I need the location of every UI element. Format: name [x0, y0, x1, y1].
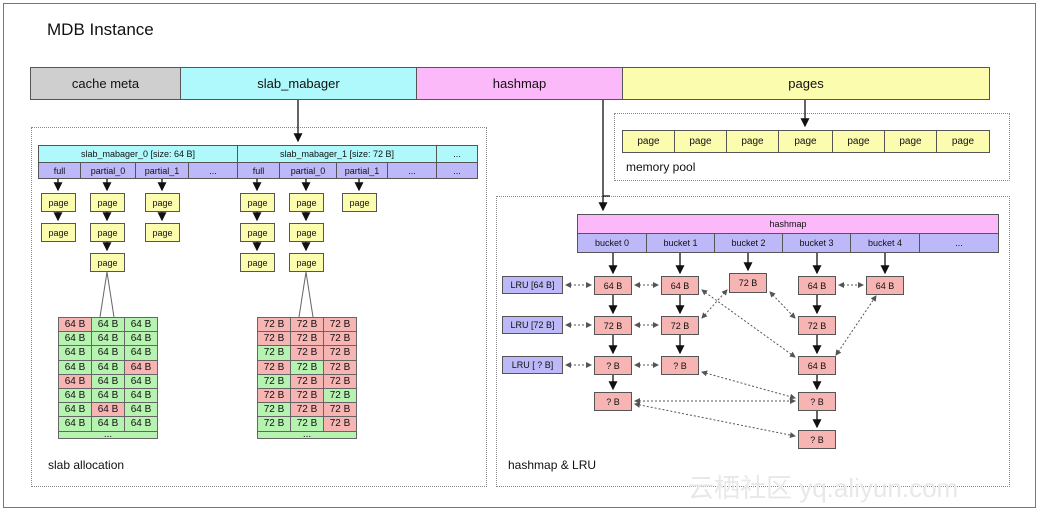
pool-page: page	[884, 130, 937, 153]
lru-64b: LRU [64 B]	[502, 276, 563, 294]
slab1-list-partial-0: partial_0	[279, 162, 337, 179]
hashmap-lru-region	[496, 196, 1010, 487]
slab-page: page	[41, 193, 76, 212]
cache-meta-block: cache meta	[30, 67, 181, 100]
slab0-list-partial-0: partial_0	[80, 162, 136, 179]
lru-72b: LRU [72 B]	[502, 316, 563, 334]
outer-frame	[3, 3, 1036, 508]
bucket-more: ...	[919, 233, 999, 253]
item-unknown: ? B	[798, 392, 836, 411]
item-unknown: ? B	[594, 356, 632, 375]
slab-allocation-label: slab allocation	[48, 458, 125, 472]
pool-page: page	[726, 130, 779, 153]
hashmap-block: hashmap	[416, 67, 623, 100]
slab-page: page	[240, 223, 275, 242]
pool-page: page	[778, 130, 833, 153]
arrow-hashmap-line	[602, 100, 610, 197]
slab-page: page	[240, 253, 275, 272]
slab-page: page	[342, 193, 377, 212]
slab-more-cells: ...	[257, 429, 357, 440]
slab-page: page	[90, 253, 125, 272]
item-64b: 64 B	[798, 356, 836, 375]
slab-page: page	[90, 223, 125, 242]
memory-pool-region	[614, 113, 1010, 181]
watermark: 云栖社区 yq.aliyun.com	[688, 473, 959, 503]
item-unknown: ? B	[661, 356, 699, 375]
hashmap-lru-label: hashmap & LRU	[508, 458, 597, 472]
diagram-title: MDB Instance	[47, 20, 154, 39]
lru-unknown: LRU [ ? B]	[502, 356, 563, 374]
item-unknown: ? B	[798, 430, 836, 449]
pool-page: page	[936, 130, 990, 153]
bucket-4: bucket 4	[850, 233, 920, 253]
slab-page: page	[145, 193, 180, 212]
item-64b: 64 B	[594, 276, 632, 295]
item-72b: 72 B	[798, 316, 836, 335]
slab0-list-full: full	[38, 162, 81, 179]
slab0-list-more: ...	[188, 162, 238, 179]
slab-page: page	[145, 223, 180, 242]
memory-pool-label: memory pool	[626, 160, 696, 174]
slab-more-cells: ...	[58, 429, 158, 440]
item-72b: 72 B	[661, 316, 699, 335]
slab-page: page	[289, 193, 324, 212]
slab-more-list: ...	[436, 162, 478, 179]
item-64b: 64 B	[866, 276, 904, 295]
slab-page: page	[41, 223, 76, 242]
item-72b: 72 B	[594, 316, 632, 335]
slab1-list-partial-1: partial_1	[336, 162, 388, 179]
slab-page: page	[289, 253, 324, 272]
slab-allocation-region	[31, 127, 487, 487]
slab-page: page	[90, 193, 125, 212]
item-64b: 64 B	[798, 276, 836, 295]
item-64b: 64 B	[661, 276, 699, 295]
item-unknown: ? B	[594, 392, 632, 411]
slab-page: page	[240, 193, 275, 212]
slab-page: page	[289, 223, 324, 242]
pages-block: pages	[622, 67, 990, 100]
